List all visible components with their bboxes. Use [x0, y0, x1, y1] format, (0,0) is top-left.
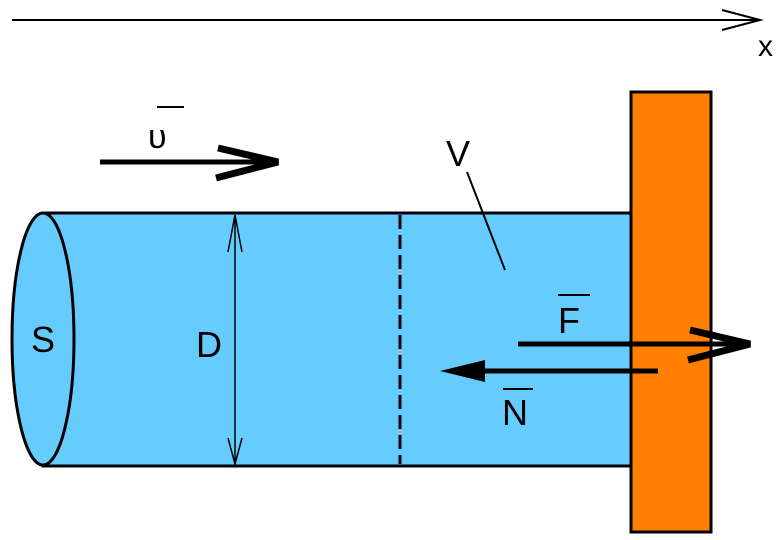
force-arrow: [518, 326, 751, 364]
velocity-label: υ: [148, 118, 167, 156]
force-label: F: [558, 300, 580, 341]
wall-plate: [629, 90, 713, 534]
diameter-arrow: [227, 214, 243, 467]
x-axis-label: x: [758, 30, 773, 63]
diameter-label: D: [196, 324, 222, 365]
x-axis: [12, 9, 764, 31]
reaction-label: N: [502, 392, 528, 433]
fluid-cylinder: [41, 211, 633, 468]
cross-section-ellipse: [10, 211, 76, 467]
section-label: S: [31, 319, 55, 360]
volume-label: V: [446, 133, 470, 174]
volume-leader-line: [466, 171, 506, 271]
reaction-arrow: [440, 360, 658, 382]
velocity-arrow: [100, 144, 279, 182]
